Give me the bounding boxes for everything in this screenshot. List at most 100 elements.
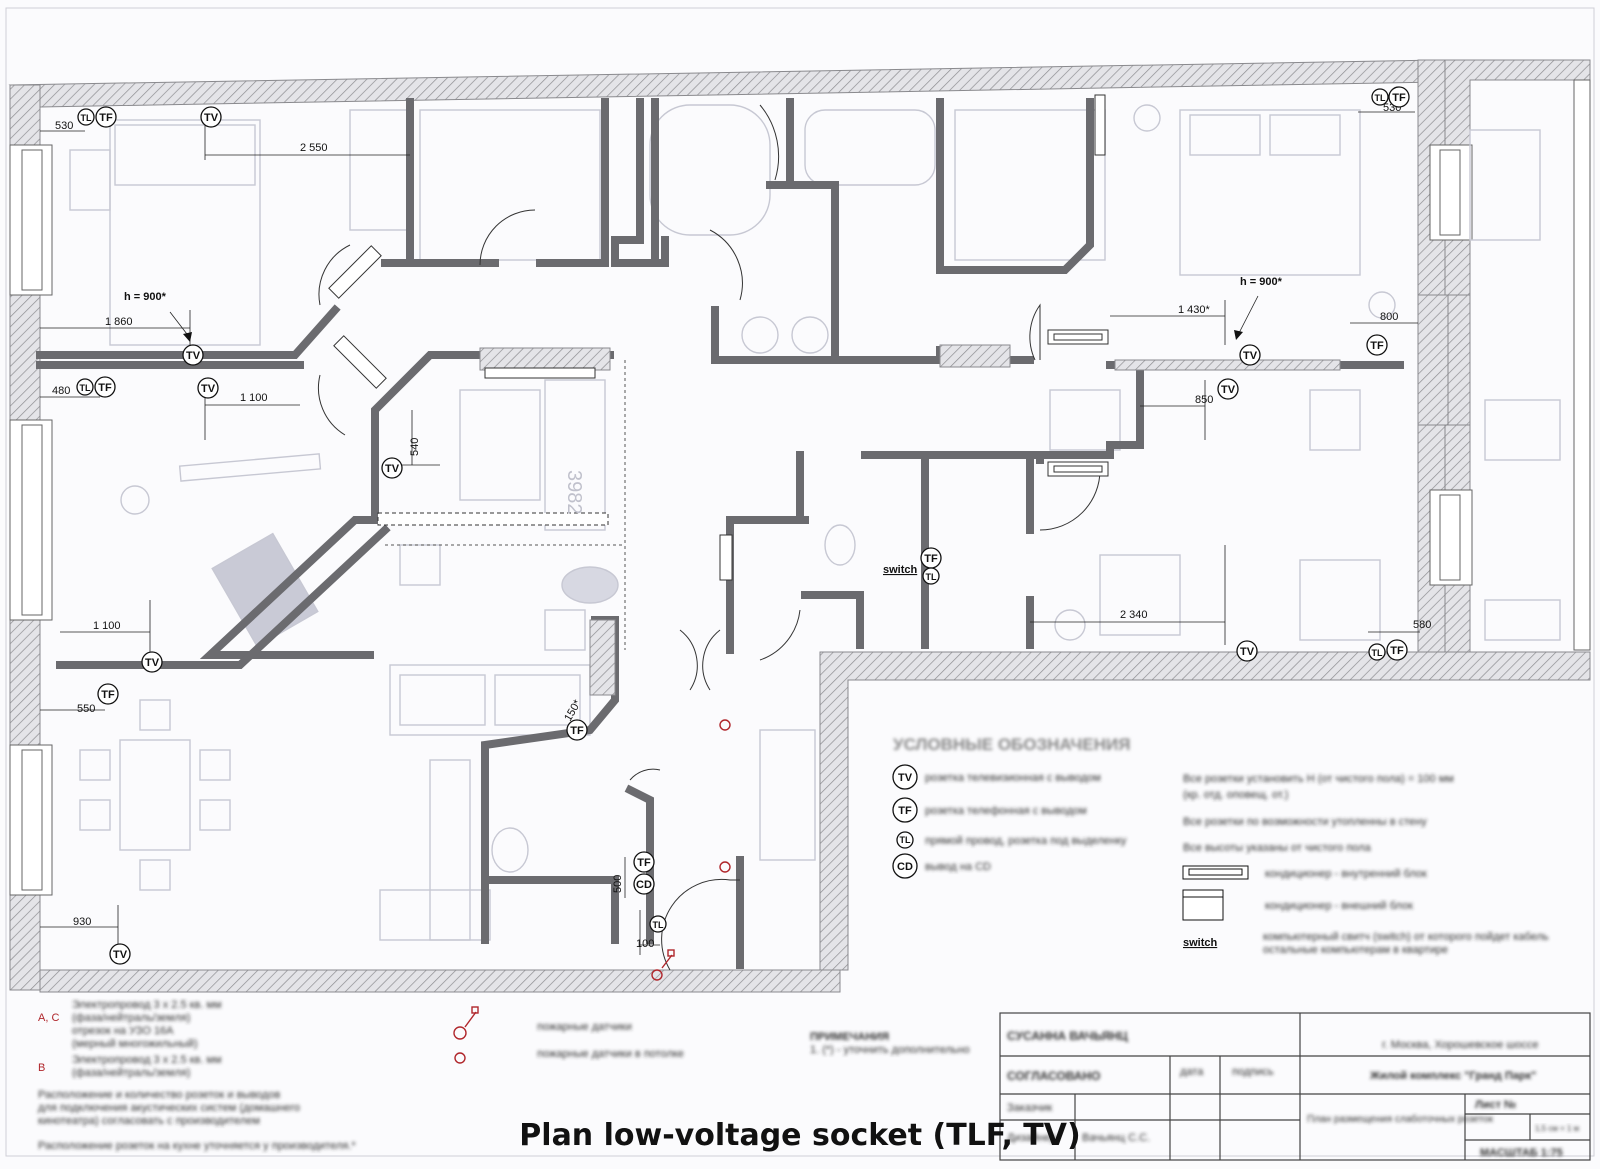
svg-text:TV: TV (1221, 384, 1236, 396)
tf-socket-5: TF (633, 851, 655, 873)
interior-walls (36, 98, 1404, 969)
svg-text:TF: TF (924, 553, 938, 565)
tf-socket-1: TF (95, 106, 117, 128)
note-placement-2: для подключения акустических систем (дом… (38, 1102, 300, 1114)
legend-cd-text: вывод на CD (925, 861, 991, 873)
svg-text:TL: TL (80, 383, 91, 393)
title-block-text: СУСАННА ВАЧЬЯНЦ СОГЛАСОВАНО дата подпись… (1007, 1029, 1579, 1159)
legend-tl-symbol (896, 831, 914, 849)
tl-socket-2: TL (76, 378, 94, 396)
switch-label: switch (883, 564, 918, 576)
legend-ceiling-detector-icon (454, 1052, 466, 1064)
tl-socket-5: TL (1371, 88, 1389, 106)
note-remarks-title: ПРИМЕЧАНИЯ (810, 1031, 889, 1043)
cd-socket: CD (633, 873, 655, 895)
legend-note-1b: (кр. отд. оповещ. от.) (1183, 789, 1288, 801)
tb-date: дата (1180, 1066, 1204, 1078)
legend-note-3: Все высоты указаны от чистого пола (1183, 842, 1372, 854)
plan-caption: Plan low-voltage socket (TLF, TV) (519, 1118, 1081, 1153)
svg-text:TV: TV (385, 463, 400, 475)
dim-800: 800 (1380, 311, 1398, 323)
note-placement-1: Расположение и количество розеток и выво… (38, 1089, 280, 1101)
svg-text:TV: TV (201, 383, 216, 395)
tb-sign: подпись (1232, 1066, 1274, 1078)
svg-text:TF: TF (101, 689, 115, 701)
legend-ac-inner: кондиционер - внутренний блок (1265, 868, 1427, 880)
legend-switch-symbol: switch (1183, 937, 1218, 949)
dim-580: 580 (1413, 619, 1431, 631)
bottom-notes: A, C Электропровод 3 x 2.5 кв. мм (фаза/… (38, 999, 970, 1152)
legend-tv-symbol (892, 764, 918, 790)
tb-complex: Жилой комплекс "Гранд Парк" (1369, 1070, 1536, 1082)
dim-1430: 1 430* (1178, 304, 1211, 316)
dim-1100-top: 1 100 (240, 392, 268, 404)
tv-socket-9: TV (1236, 640, 1258, 662)
dim-480: 480 (52, 385, 70, 397)
legend-tl-letters: TL (900, 835, 911, 845)
svg-text:CD: CD (636, 879, 652, 891)
note-b-line-2: (фаза/нейтраль/земля) (72, 1067, 190, 1079)
legend-cd-letters: CD (897, 861, 913, 873)
tf-socket-7: TF (1388, 86, 1410, 108)
title-block (999, 1012, 1591, 1161)
note-smoke-1: пожарные датчики (537, 1021, 632, 1033)
legend-tf-letters: TF (898, 805, 912, 817)
dimension-labels: 530 2 550 530 h = 900* h = 900* 1 860 1 … (52, 102, 1431, 950)
svg-text:TL: TL (81, 113, 92, 123)
note-placement-3: кинотеатра) согласовать с производителем (38, 1115, 260, 1127)
tb-ratio: 1,5 см = 1 м (1535, 1124, 1579, 1133)
legend-ac-outer-symbol (1182, 889, 1224, 921)
dim-1860: 1 860 (105, 316, 133, 328)
dim-550: 550 (77, 703, 95, 715)
legend-note-2: Все розетки по возможности утопленны в с… (1183, 816, 1427, 828)
svg-text:TF: TF (1392, 92, 1406, 104)
tl-socket-1: TL (77, 108, 95, 126)
legend-tl-text: прямой провод, розетка под выделенку (925, 835, 1127, 847)
note-ac-line-4: (мерный многожильный) (72, 1038, 198, 1050)
svg-text:TF: TF (570, 725, 584, 737)
tb-designer-name: Вачьянц С.С. (1082, 1132, 1150, 1144)
tv-socket-7: TV (1239, 344, 1261, 366)
tb-designer: Дизайнер (1007, 1132, 1056, 1144)
tf-socket-4: TF (566, 719, 588, 741)
tv-socket-3: TV (197, 377, 219, 399)
svg-text:TF: TF (637, 857, 651, 869)
ac-units (328, 94, 1109, 581)
paper-frame (5, 7, 1595, 1157)
legend-tf-text: розетка телефонная с выводом (925, 805, 1087, 817)
dim-2340: 2 340 (1120, 609, 1148, 621)
legend-smoke-detector-icon (453, 1026, 467, 1040)
note-b-line-1: Электропровод 3 x 2.5 кв. мм (72, 1054, 222, 1066)
svg-text:TV: TV (186, 350, 201, 362)
smoke-detectors (651, 719, 731, 981)
tv-socket-6: TV (109, 943, 131, 965)
legend-note-1: Все розетки установить H (от чистого пол… (1183, 773, 1454, 785)
tf-socket-6: TF (920, 547, 942, 569)
tb-scale: МАСШТАБ 1:75 (1480, 1147, 1563, 1159)
svg-text:TV: TV (113, 949, 128, 961)
legend-ac-inner-core (1188, 868, 1243, 876)
tv-socket-2: TV (182, 344, 204, 366)
tl-socket-6: TL (1368, 643, 1386, 661)
tv-socket-1: TV (200, 106, 222, 128)
dim-h900-right: h = 900* (1240, 276, 1283, 288)
note-ac-line-1: Электропровод 3 x 2.5 кв. мм (72, 999, 222, 1011)
legend-title: УСЛОВНЫЕ ОБОЗНАЧЕНИЯ (893, 735, 1130, 754)
note-b-label: B (38, 1062, 45, 1074)
tb-agreed: СОГЛАСОВАНО (1007, 1069, 1100, 1083)
dim-850: 850 (1195, 394, 1213, 406)
tv-socket-4: TV (381, 457, 403, 479)
dim-540: 540 (409, 438, 421, 456)
dimension-lines (40, 111, 1420, 955)
tf-socket-9: TF (1386, 639, 1408, 661)
wall-blocks (479, 294, 1471, 696)
svg-text:TF: TF (99, 112, 113, 124)
svg-text:TL: TL (1372, 648, 1383, 658)
svg-text:TF: TF (1390, 645, 1404, 657)
svg-text:TL: TL (1375, 93, 1386, 103)
tf-socket-8: TF (1366, 334, 1388, 356)
tb-address: г. Москва, Хорошевское шоссе (1382, 1039, 1538, 1051)
tb-sheet: Лист № (1475, 1099, 1516, 1111)
leader-arrowheads (183, 330, 1243, 342)
